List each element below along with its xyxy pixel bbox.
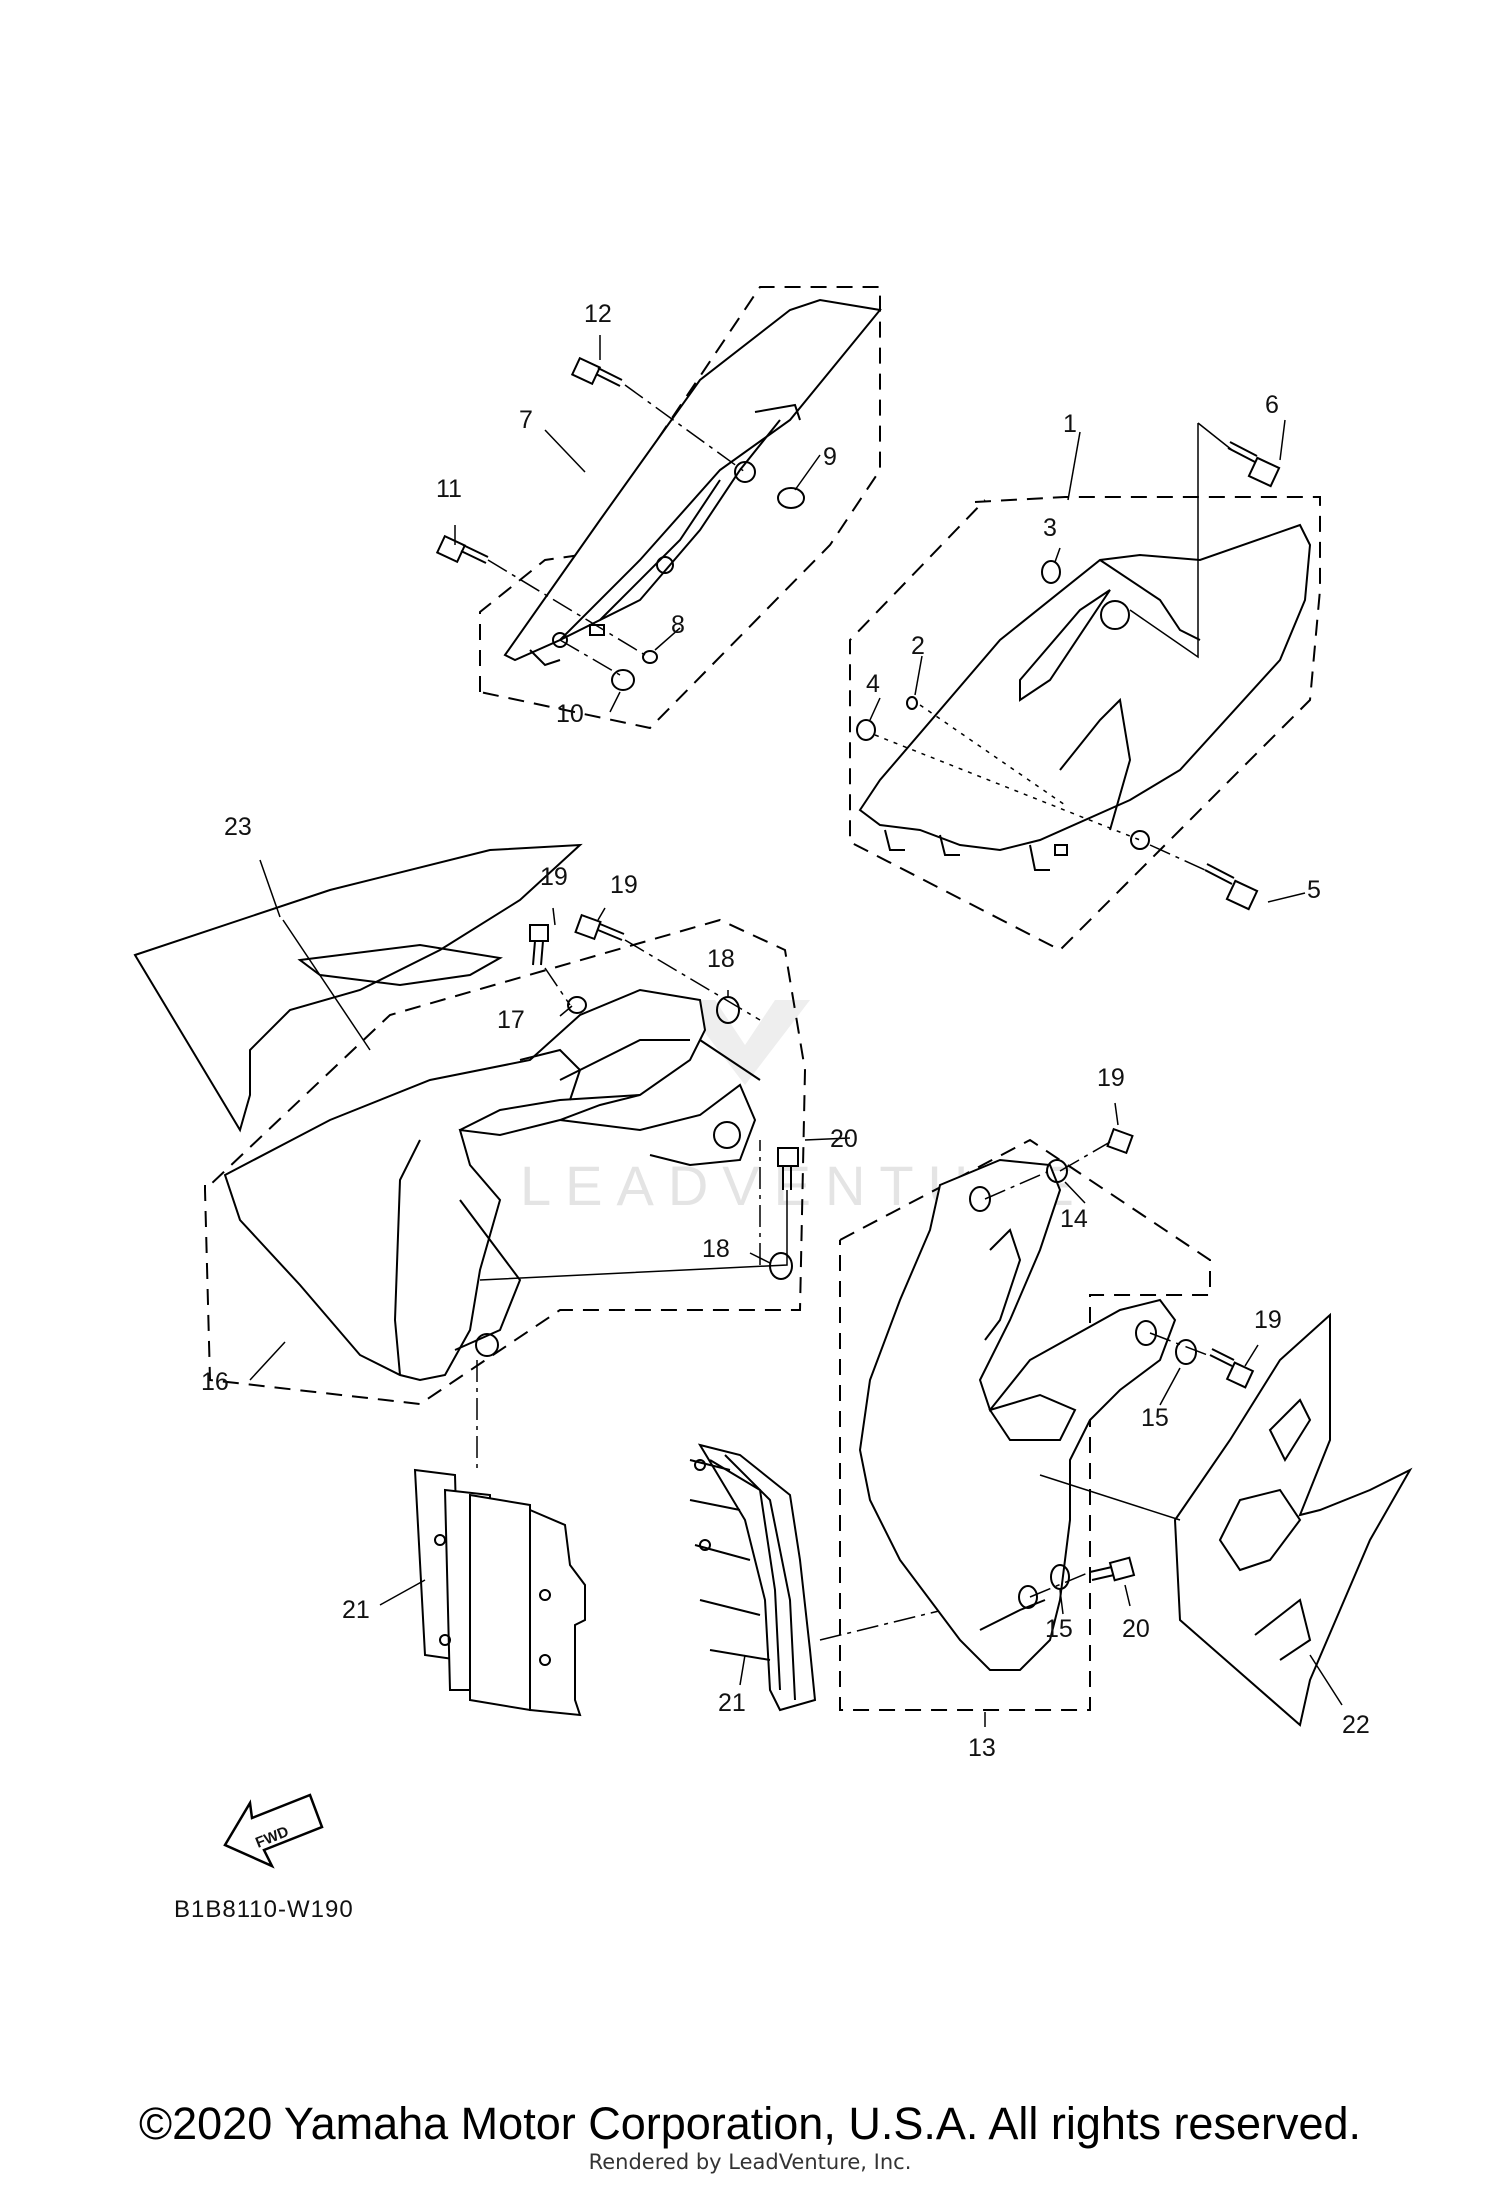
fwd-arrow-icon: [223, 1793, 324, 1869]
callout-8: 8: [671, 611, 685, 639]
callout-4: 4: [866, 670, 880, 698]
callout-16: 16: [201, 1368, 229, 1396]
grommet-14-icon: [1046, 1159, 1068, 1183]
callout-19c: 19: [1097, 1064, 1125, 1092]
callout-10: 10: [556, 700, 584, 728]
part-13-shroud: [839, 1127, 1255, 1711]
bolt-19b-icon: [574, 913, 625, 941]
callout-leaders: [249, 335, 1343, 1727]
bolt-5-icon: [1204, 863, 1259, 911]
bolt-12-icon: [570, 356, 623, 387]
callout-6: 6: [1265, 391, 1279, 419]
copyright-text: ©2020 Yamaha Motor Corporation, U.S.A. A…: [138, 2098, 1362, 2149]
callout-15b: 15: [1045, 1615, 1073, 1643]
callout-7: 7: [519, 406, 533, 434]
bolt-20b-icon: [1089, 1556, 1136, 1582]
part-16-shroud: [204, 913, 807, 1406]
part-1-side-cover: [849, 422, 1321, 952]
callout-1: 1: [1063, 410, 1077, 438]
callout-19d: 19: [1254, 1306, 1282, 1334]
callout-21b: 21: [718, 1689, 746, 1717]
part-21-louver-left: [413, 1360, 586, 1717]
callout-17: 17: [497, 1006, 525, 1034]
callout-18b: 18: [702, 1235, 730, 1263]
callout-19a: 19: [540, 863, 568, 891]
callout-21a: 21: [342, 1596, 370, 1624]
collar-10-icon: [611, 669, 635, 691]
washer-17-icon: [567, 996, 587, 1014]
grommet-4-icon: [856, 719, 876, 741]
callout-22: 22: [1342, 1711, 1370, 1739]
callout-15a: 15: [1141, 1404, 1169, 1432]
part-7-cover: [435, 286, 882, 730]
grommet-3-icon: [1041, 560, 1061, 584]
nut-8-icon: [642, 650, 658, 664]
bolt-6-icon: [1227, 441, 1281, 488]
callout-5: 5: [1307, 876, 1321, 904]
callout-11: 11: [436, 475, 462, 503]
diagram-code: B1B8110-W190: [174, 1896, 354, 1923]
part-22-decal: [1039, 1312, 1413, 1727]
callout-19b: 19: [610, 871, 638, 899]
callout-labels: 1 2 3 4 5 6 7 8 9 10 11 12 13 14 15 15 1…: [174, 300, 1370, 1923]
callout-14: 14: [1060, 1205, 1088, 1233]
nut-2-icon: [906, 696, 918, 710]
callout-23: 23: [224, 813, 252, 841]
callout-12: 12: [584, 300, 612, 328]
bolt-11-icon: [435, 534, 489, 564]
grommet-15b-icon: [1050, 1564, 1070, 1590]
callout-18a: 18: [707, 945, 735, 973]
callout-3: 3: [1043, 514, 1057, 542]
rendered-by-text: Rendered by LeadVenture, Inc.: [588, 2150, 912, 2174]
bolt-20a-icon: [777, 1147, 799, 1190]
bolt-19a-icon: [529, 924, 549, 966]
part-21-louver-right: [689, 1443, 1026, 1712]
grommet-15a-icon: [1175, 1339, 1197, 1365]
callout-20a: 20: [830, 1125, 858, 1153]
callout-2: 2: [911, 632, 925, 660]
callout-9: 9: [823, 443, 837, 471]
callout-13: 13: [968, 1734, 996, 1762]
callout-20b: 20: [1122, 1615, 1150, 1643]
bolt-19c-icon: [1106, 1127, 1134, 1155]
washer-9-icon: [777, 487, 805, 509]
bolt-19d-icon: [1209, 1348, 1255, 1389]
